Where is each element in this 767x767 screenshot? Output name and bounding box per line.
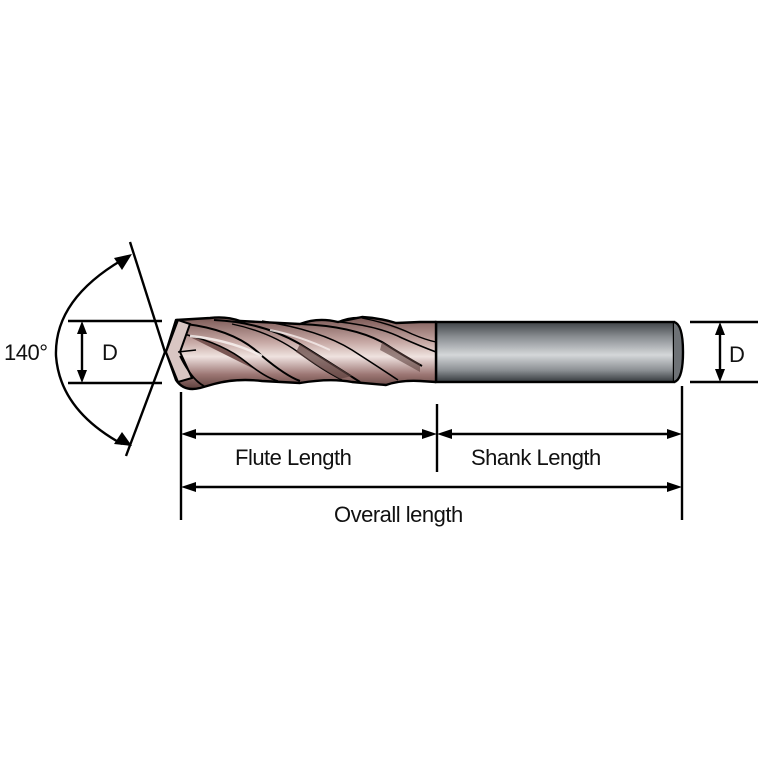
overall-length-label: Overall length [334, 502, 463, 527]
shank [434, 320, 685, 384]
point-angle-dimension [54, 241, 167, 457]
overall-length-dimension [181, 482, 682, 492]
flute-length-dimension [181, 429, 437, 439]
flute-length-label: Flute Length [235, 445, 351, 470]
diameter-label-left: D [102, 340, 117, 365]
angle-label: 140° [4, 340, 48, 365]
diameter-label-right: D [729, 342, 744, 367]
flute-body [164, 315, 438, 391]
diameter-dimension-right [690, 320, 758, 384]
shank-length-label: Shank Length [471, 445, 601, 470]
diameter-dimension-left [68, 319, 162, 385]
shank-length-dimension [437, 429, 682, 439]
length-extension-lines [179, 386, 684, 520]
